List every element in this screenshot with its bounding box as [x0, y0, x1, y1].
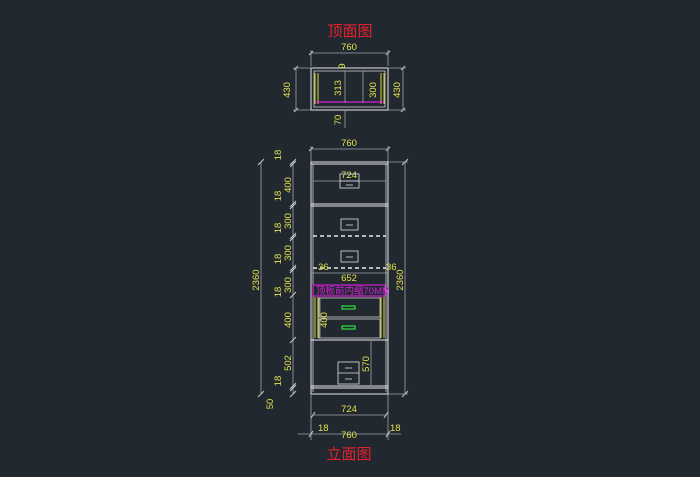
- top-inner-313: 313: [333, 80, 344, 96]
- left-dim-11: 502: [283, 355, 294, 371]
- elev-annotation: 顶板前内缩70MM: [316, 285, 390, 297]
- drawer-upper-handle: [341, 305, 356, 310]
- top-inner-300: 300: [368, 82, 379, 98]
- top-view-outline: [310, 67, 389, 111]
- left-dim-12: 50: [265, 399, 276, 410]
- elevation-title: 立面图: [326, 445, 371, 463]
- top-view-drawing: 760 313 9 300 70 430 430: [282, 42, 406, 128]
- top-inner-9: 9: [337, 63, 348, 68]
- elev-total-height-left: 2360: [251, 269, 262, 290]
- top-bottom-70: 70: [333, 115, 344, 126]
- left-dim-5: 18: [273, 254, 284, 265]
- left-dim-1: 18: [273, 191, 284, 202]
- elev-inner-width-top: 724: [341, 170, 357, 181]
- elev-inner-652: 652: [341, 273, 357, 284]
- left-dim-0: 18: [273, 150, 284, 161]
- top-width-label: 760: [341, 42, 357, 53]
- left-dim-3: 18: [273, 223, 284, 234]
- left-dim-9: 400: [283, 312, 294, 328]
- elev-bottom-18-left: 18: [318, 423, 329, 434]
- left-dim-2: 400: [283, 177, 294, 193]
- drawer-symbol-2: [340, 218, 359, 231]
- elev-side-36-right: 36: [386, 262, 397, 273]
- top-view-title: 顶面图: [327, 22, 372, 40]
- drawer-lower-handle: [341, 325, 356, 330]
- left-dim-10: 18: [273, 376, 284, 387]
- elev-bottom-724: 724: [341, 404, 357, 415]
- drawer-lower: [318, 318, 381, 339]
- elev-total-height-right: 2360: [395, 269, 406, 290]
- top-panel-inset: [312, 284, 386, 297]
- left-dim-ticks: [289, 158, 297, 398]
- left-dim-7: 18: [273, 287, 284, 298]
- elev-bottom-18-right: 18: [390, 423, 401, 434]
- top-depth-left: 430: [282, 82, 293, 98]
- left-dim-8: 300: [283, 277, 294, 293]
- left-dim-4: 300: [283, 213, 294, 229]
- top-depth-right: 430: [392, 82, 403, 98]
- elevation-drawing: 760 724 顶板前内缩70MM: [251, 138, 409, 441]
- drawer-symbol-3: [340, 250, 359, 263]
- elev-side-36-left: 36: [318, 262, 329, 273]
- drawer-upper: [318, 297, 381, 318]
- elev-width-top: 760: [341, 138, 357, 149]
- elev-bottom-760: 760: [341, 430, 357, 441]
- left-dim-6: 300: [283, 245, 294, 261]
- elev-right-570: 570: [361, 356, 372, 372]
- cabinet-outline: [310, 161, 389, 395]
- elev-drawer-400: 400: [319, 312, 330, 328]
